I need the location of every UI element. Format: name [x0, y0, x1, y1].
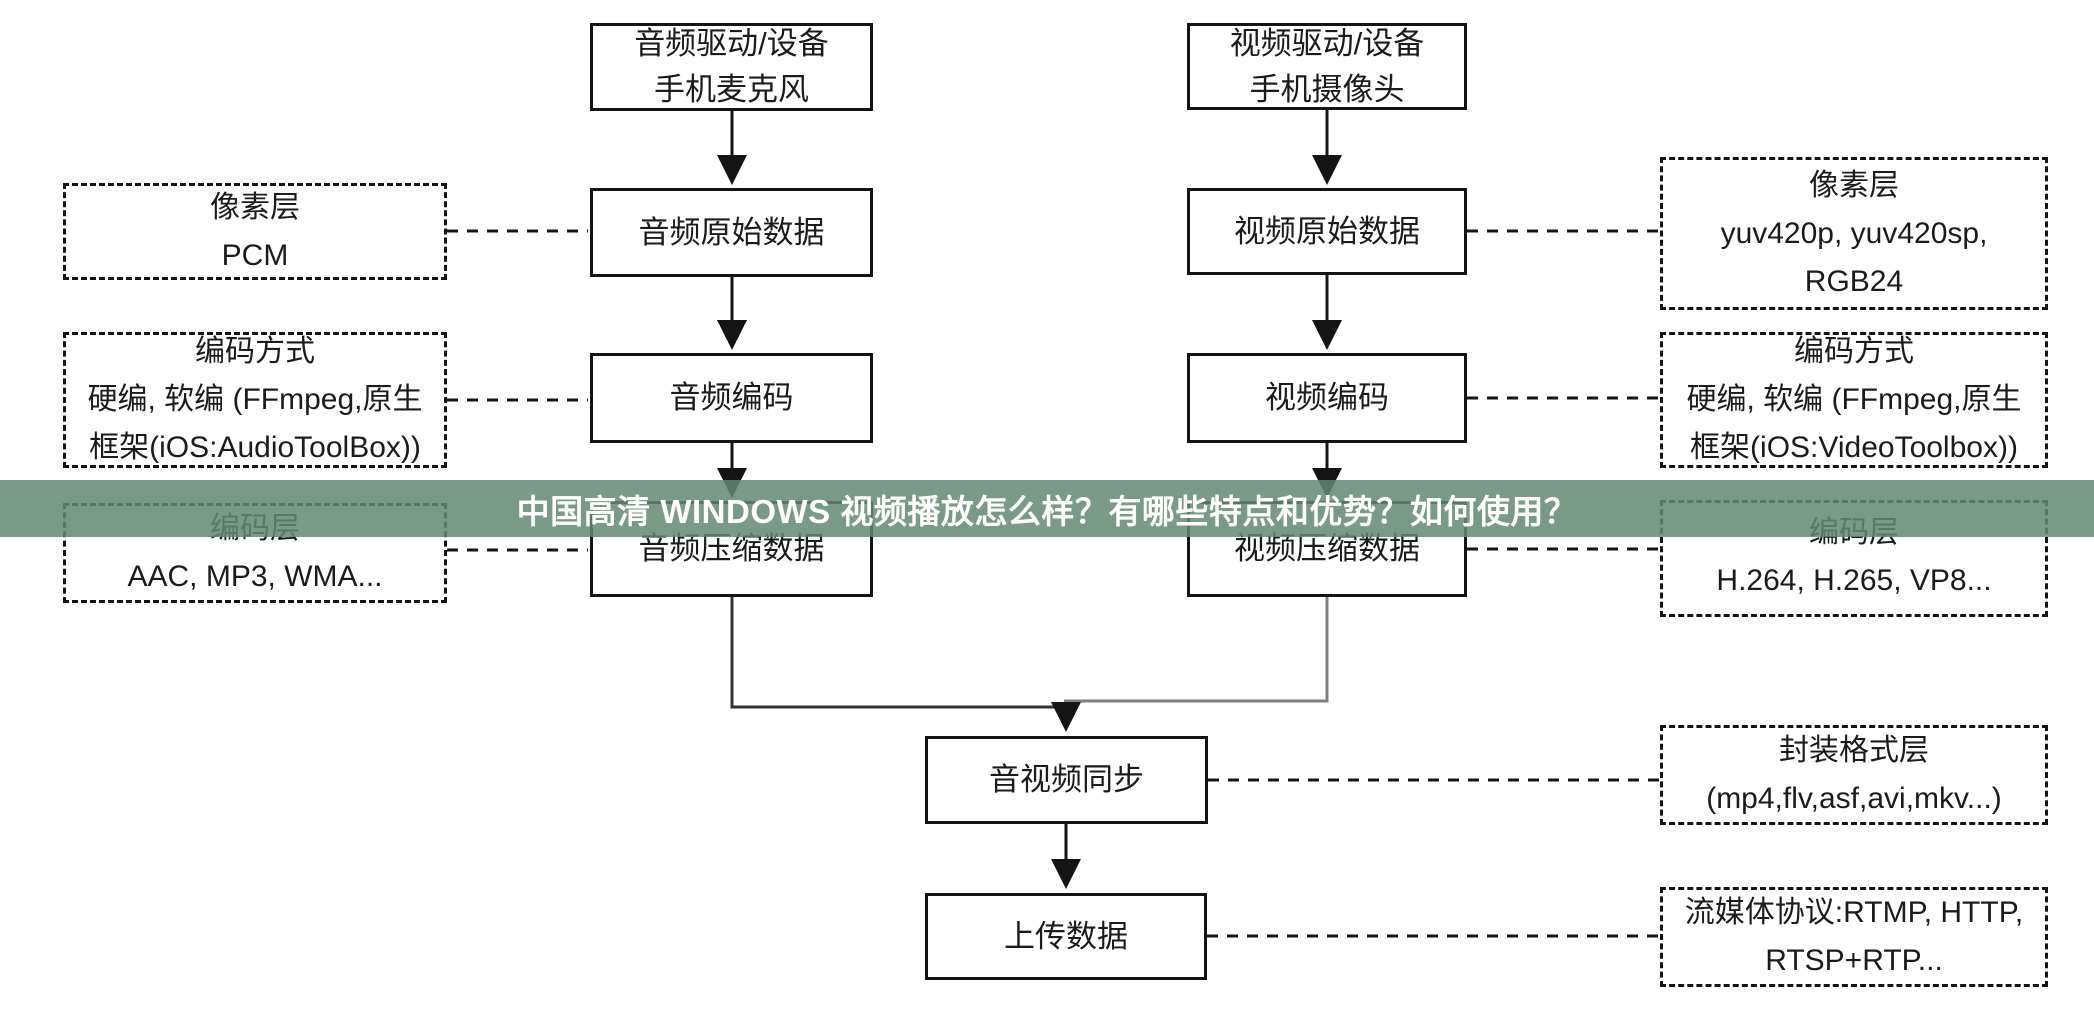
note-line: H.264, H.265, VP8...: [1716, 564, 1992, 597]
note-line: 框架(iOS:AudioToolBox)): [89, 431, 421, 464]
node-video-device: 视频驱动/设备 手机摄像头: [1187, 23, 1467, 110]
note-mux-format-layer: 封装格式层 (mp4,flv,asf,avi,mkv...): [1660, 725, 2048, 825]
node-video-raw-data: 视频原始数据: [1187, 188, 1467, 275]
node-line: 视频驱动/设备: [1229, 25, 1425, 61]
node-audio-device: 音频驱动/设备 手机麦克风: [590, 23, 873, 111]
note-line: 封装格式层: [1779, 734, 1929, 767]
note-line: 框架(iOS:VideoToolbox)): [1690, 431, 2018, 464]
node-line: 手机摄像头: [1249, 71, 1405, 107]
note-line: AAC, MP3, WMA...: [127, 560, 383, 593]
node-av-sync: 音视频同步: [925, 736, 1208, 824]
note-line: 硬编, 软编 (FFmpeg,原生: [87, 383, 423, 416]
note-line: (mp4,flv,asf,avi,mkv...): [1706, 782, 2002, 815]
node-upload-data: 上传数据: [925, 893, 1207, 980]
note-line: RGB24: [1804, 264, 1904, 298]
note-video-encode-method: 编码方式 硬编, 软编 (FFmpeg,原生 框架(iOS:VideoToolb…: [1660, 332, 2048, 468]
overlay-title-text: 中国高清 WINDOWS 视频播放怎么样？有哪些特点和优势？如何使用？: [516, 492, 1578, 530]
node-video-encode: 视频编码: [1187, 353, 1467, 443]
node-line: 上传数据: [1004, 918, 1128, 954]
note-streaming-protocol: 流媒体协议:RTMP, HTTP, RTSP+RTP...: [1660, 887, 2048, 987]
node-line: 音视频同步: [989, 762, 1144, 797]
note-line: RTSP+RTP...: [1765, 944, 1943, 977]
note-line: 流媒体协议:RTMP, HTTP,: [1684, 896, 2024, 929]
node-line: 音频原始数据: [638, 214, 825, 250]
note-line: PCM: [221, 238, 289, 272]
note-line: 像素层: [210, 190, 300, 224]
node-audio-raw-data: 音频原始数据: [590, 188, 873, 277]
note-audio-encode-method: 编码方式 硬编, 软编 (FFmpeg,原生 框架(iOS:AudioToolB…: [63, 332, 447, 468]
node-line: 手机麦克风: [654, 72, 809, 107]
node-line: 视频原始数据: [1234, 213, 1420, 249]
overlay-title-banner: 中国高清 WINDOWS 视频播放怎么样？有哪些特点和优势？如何使用？: [0, 480, 2094, 537]
node-line: 音频编码: [669, 380, 794, 415]
node-line: 音频驱动/设备: [634, 26, 829, 61]
note-line: 硬编, 软编 (FFmpeg,原生: [1686, 383, 2022, 416]
note-line: 编码方式: [1794, 335, 1914, 368]
note-line: 编码方式: [195, 335, 315, 368]
note-audio-sample-layer: 像素层 PCM: [63, 183, 447, 280]
note-video-pixel-layer: 像素层 yuv420p, yuv420sp, RGB24: [1660, 157, 2048, 310]
note-line: yuv420p, yuv420sp,: [1720, 216, 1988, 250]
note-line: 像素层: [1809, 168, 1899, 202]
node-line: 视频编码: [1265, 380, 1389, 415]
node-audio-encode: 音频编码: [590, 353, 873, 443]
